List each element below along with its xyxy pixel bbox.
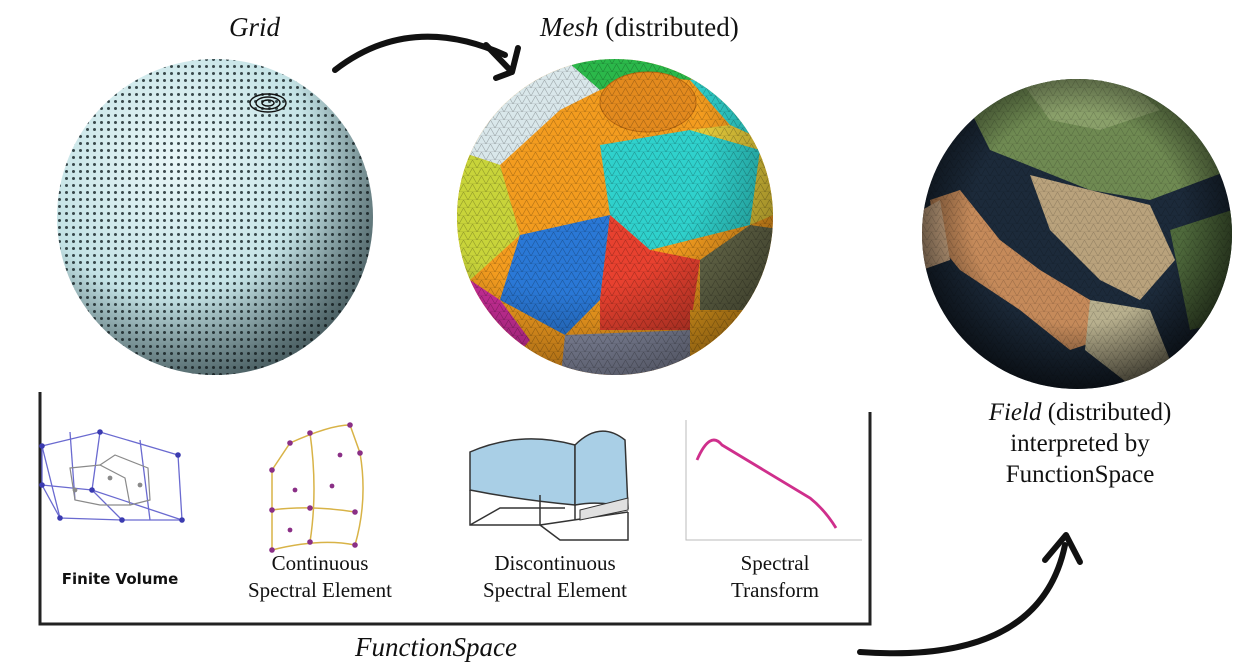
field-label: Field (distributed) interpreted by Funct… xyxy=(988,399,1172,488)
function-space-bracket xyxy=(38,392,872,626)
finite-volume-icon xyxy=(39,429,185,523)
functionspace-caption: FunctionSpace xyxy=(355,632,517,662)
discontinuous-spectral-element-icon xyxy=(469,430,629,541)
grid-sphere xyxy=(57,59,373,375)
continuous-spectral-element-icon xyxy=(269,422,364,553)
arrow-functionspace-to-field xyxy=(857,532,1083,657)
finite-volume-label: Finite Volume xyxy=(61,570,179,588)
discontinuous-spectral-element-label: Discontinuous Spectral Element xyxy=(482,551,628,602)
continuous-spectral-element-label: Continuous Spectral Element xyxy=(247,551,393,602)
grid-title: Grid xyxy=(229,12,281,42)
field-earth-sphere xyxy=(922,79,1232,389)
arrow-grid-to-mesh xyxy=(332,33,521,81)
mesh-sphere xyxy=(457,59,773,375)
mesh-title: Mesh (distributed) xyxy=(540,12,739,42)
spectral-transform-label: Spectral Transform xyxy=(731,551,819,602)
spectral-transform-icon xyxy=(685,420,862,541)
